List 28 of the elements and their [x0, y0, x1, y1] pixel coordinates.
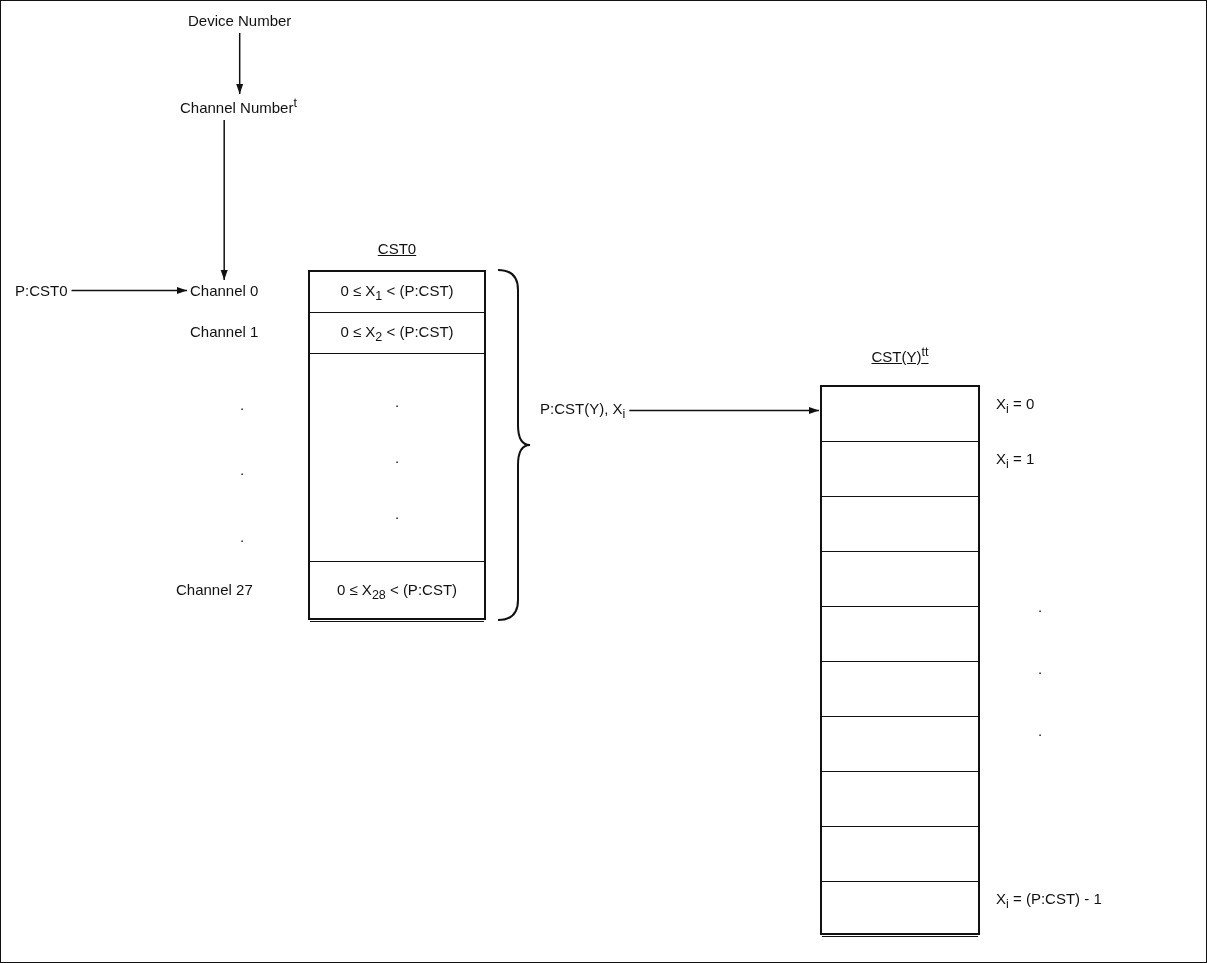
row-text: 0 ≤ X$_{28}$ < (P:CST): [336, 581, 458, 602]
arrow: [236, 32, 244, 95]
text-label: P:CST(Y), X$_{i}$: [540, 400, 626, 421]
row-text: 0 ≤ X$_{1}$ < (P:CST): [340, 281, 454, 303]
row-text: 0 ≤ X$_{2}$ < (P:CST): [340, 322, 454, 344]
text-label: Channel 1: [190, 323, 259, 340]
text-label: Channel 0: [190, 282, 259, 299]
text-label: .: [1038, 722, 1043, 739]
text-label: .: [240, 461, 245, 478]
table-heading: CST0: [377, 240, 417, 257]
row-text: .: [394, 449, 400, 466]
row-text: .: [394, 393, 400, 410]
arrow: [628, 406, 820, 415]
row-text: .: [394, 505, 400, 522]
text-label: Channel 27: [176, 581, 253, 598]
text-label: Channel Number$^{t}$: [180, 96, 297, 116]
row-note: X$_{i}$ = 0: [996, 395, 1035, 416]
row-note: X$_{i}$ = (P:CST) - 1: [996, 890, 1102, 911]
text-label: .: [1038, 660, 1043, 677]
row-note: X$_{i}$ = 1: [996, 450, 1035, 471]
arrow: [70, 286, 188, 295]
text-label: P:CST0: [15, 282, 68, 299]
table-heading: CST(Y)$^{tt}$: [871, 345, 929, 365]
text-label: .: [240, 528, 245, 545]
text-label: .: [1038, 598, 1043, 615]
arrow: [220, 119, 228, 281]
text-label: .: [240, 396, 245, 413]
text-label: Device Number: [188, 12, 292, 29]
